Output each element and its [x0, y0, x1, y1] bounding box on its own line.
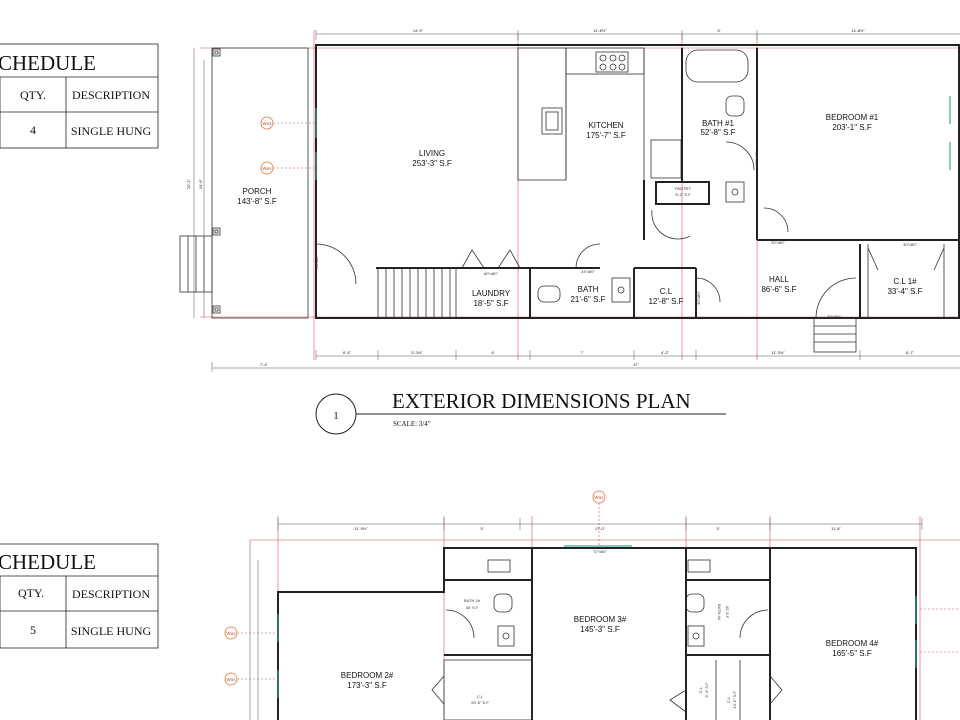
room-hall-name: HALL — [769, 275, 790, 284]
room-cl-c-name: C.L — [726, 696, 731, 703]
dim-top-1: 14'-9" — [413, 28, 424, 33]
door-tag-bath: 24"x80" — [581, 269, 595, 274]
room-cl-name: C.L — [660, 287, 673, 296]
door-tag-entry: 30"x80" — [827, 314, 841, 319]
room-bath2-name: BATH 2# — [464, 598, 481, 603]
dim-bottom-5: 4'-2" — [661, 350, 670, 355]
room-bath1-name: BATH #1 — [702, 119, 734, 128]
schedule-col-qty: QTY. — [18, 586, 44, 600]
dim-bottom-6: 11'-3½" — [771, 350, 785, 355]
room-bath4-area: 42' S.F — [725, 606, 730, 619]
svg-text:Wos: Wos — [263, 166, 273, 171]
room-pantry-name: PANTRY — [675, 186, 691, 191]
room-pantry-area: 5'-2" S.F — [675, 192, 691, 197]
window-schedule-2: CHEDULE QTY. DESCRIPTION 5 SINGLE HUNG — [0, 543, 159, 649]
room-cl1-name: C.L 1# — [893, 277, 917, 286]
svg-text:Wos: Wos — [227, 631, 237, 636]
plan-2-upper-floor: Wos 11'-9½" 5' 17'-0" 5' 11'-8" — [224, 490, 960, 720]
room-living-area: 253'-3" S.F — [412, 159, 452, 168]
room-bedroom2-name: BEDROOM 2# — [341, 671, 394, 680]
room-bedroom4-area: 165'-5" S.F — [832, 649, 872, 658]
door-tag-cl1: 30"x80" — [903, 242, 917, 247]
door-tag-front: 24"x80" — [314, 255, 319, 269]
door-tag-laundry: 60"x80" — [484, 271, 498, 276]
dim-overall: 47' — [633, 362, 638, 367]
dim-bottom-7: 6'-7" — [906, 350, 915, 355]
wos-marker: Wos — [260, 161, 316, 175]
dim-left-1: 20'-1" — [186, 178, 191, 189]
room-bedroom3-name: BEDROOM 3# — [574, 615, 627, 624]
room-cl-c-area: 13'-5" S.F — [732, 691, 737, 709]
room-kitchen-area: 175'-7" S.F — [586, 131, 626, 140]
dim2-top-1: 11'-9½" — [354, 526, 368, 531]
dim-porch-width: 7'-4" — [260, 362, 269, 367]
room-porch-name: PORCH — [243, 187, 272, 196]
dim-left-2: 19'-6" — [198, 178, 203, 189]
room-bath4-name: BATH 4# — [717, 604, 722, 621]
plan-title: EXTERIOR DIMENSIONS PLAN — [392, 389, 691, 413]
room-bedroom3-area: 145'-3" S.F — [580, 625, 620, 634]
room-bath-name: BATH — [578, 285, 599, 294]
wos-marker: Wos — [260, 116, 316, 130]
window-schedule-1: CHEDULE QTY. DESCRIPTION 4 SINGLE HUNG — [0, 43, 159, 149]
room-cl1-area: 33'-4" S.F — [887, 287, 922, 296]
room-cl-b-name: C.L — [698, 686, 703, 693]
room-cl-area: 12'-8" S.F — [648, 297, 683, 306]
dim-bottom-2: 5'-3½" — [411, 350, 423, 355]
door-tag-hall: 30"x80" — [771, 240, 785, 245]
door-tag-cl: 30"x80" — [696, 291, 701, 305]
wos-marker: Wos — [592, 490, 606, 548]
plan-number: 1 — [333, 410, 339, 422]
room-laundry-area: 18'-5" S.F — [473, 299, 508, 308]
room-cl-b-area: 9'-4" S.F — [704, 682, 709, 698]
dim-top-4: 14'-8½" — [851, 28, 865, 33]
room-cl-name: C.L — [477, 694, 484, 699]
door-tag-bath1: 30"x80" — [754, 151, 759, 165]
room-bath2-area: 40' S.F — [466, 605, 479, 610]
schedule-description-value: SINGLE HUNG — [71, 624, 152, 638]
schedule-qty-value: 5 — [30, 623, 36, 637]
svg-text:Wos: Wos — [595, 495, 605, 500]
schedule-title: CHEDULE — [0, 51, 96, 75]
room-bedroom4-name: BEDROOM 4# — [826, 639, 879, 648]
room-hall-area: 86'-6" S.F — [761, 285, 796, 294]
dim-bottom-3: 6' — [492, 350, 495, 355]
schedule-title: CHEDULE — [0, 550, 96, 574]
wos-marker: Wos — [224, 672, 278, 686]
room-bedroom1-area: 203'-1" S.F — [832, 123, 872, 132]
plan-scale: SCALE: 3/4" — [393, 420, 431, 428]
room-bedroom1-name: BEDROOM #1 — [826, 113, 879, 122]
room-porch-area: 143'-8" S.F — [237, 197, 277, 206]
dim2-top-3: 17'-0" — [595, 526, 606, 531]
dim2-top-2: 5' — [481, 526, 484, 531]
schedule-col-description: DESCRIPTION — [72, 587, 150, 601]
room-bath1-area: 52'-8" S.F — [700, 128, 735, 137]
schedule-col-description: DESCRIPTION — [72, 88, 150, 102]
plan-1-exterior-dimensions: 14'-9" 11'-8½" 5' 14'-8½" PORCH 143'-8" … — [179, 28, 960, 435]
dim-bottom-4: 7' — [581, 350, 584, 355]
svg-text:Wos: Wos — [227, 677, 237, 682]
room-laundry-name: LAUNDRY — [472, 289, 511, 298]
room-cl-area: 20'-5" S.F — [471, 700, 489, 705]
schedule-description-value: SINGLE HUNG — [71, 124, 152, 138]
svg-text:Wos: Wos — [263, 121, 273, 126]
room-bath-area: 21'-6" S.F — [570, 295, 605, 304]
room-kitchen-name: KITCHEN — [588, 121, 623, 130]
schedule-col-qty: QTY. — [20, 88, 46, 102]
dim-bottom-1: 6'-6" — [343, 350, 352, 355]
dim2-top-4: 5' — [717, 526, 720, 531]
dim-top-3: 5' — [718, 28, 721, 33]
dim-top-2: 11'-8½" — [593, 28, 607, 33]
room-living-name: LIVING — [419, 149, 445, 158]
window-tag: 72"x60" — [593, 549, 607, 554]
dim2-top-5: 11'-8" — [831, 526, 841, 531]
schedule-qty-value: 4 — [30, 123, 36, 137]
wos-marker: Wos — [224, 626, 278, 640]
room-bedroom2-area: 173'-3" S.F — [347, 681, 387, 690]
